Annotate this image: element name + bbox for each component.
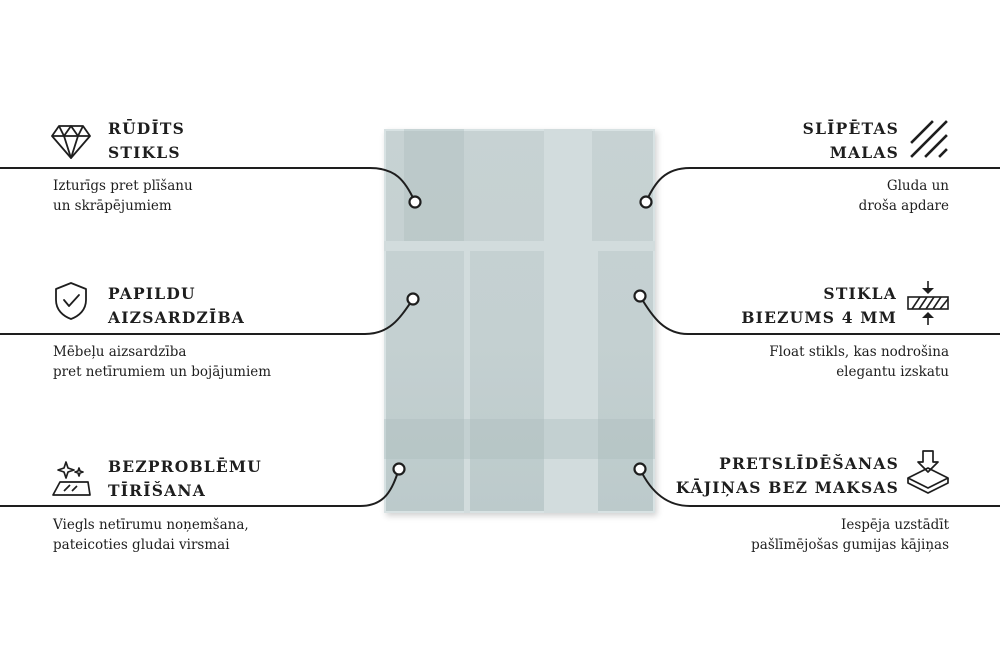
feature-title-cleaning: BEZPROBLĒMU TĪRĪŠANA (108, 457, 262, 500)
feature-title-protection: PAPILDU AIZSARDZĪBA (108, 284, 246, 327)
feature-desc-thickness: Float stikls, kas nodrošina elegantu izs… (769, 344, 949, 380)
shield-check-icon (55, 282, 87, 320)
marker-protection (406, 292, 420, 306)
feature-desc-edges: Gluda un droša apdare (858, 178, 949, 214)
feature-title-edges: SLĪPĒTAS MALAS (802, 119, 899, 162)
marker-thickness (633, 289, 647, 303)
connector-protection (0, 298, 414, 335)
glass-panel-image (384, 129, 655, 513)
feature-desc-protection: Mēbeļu aizsardzība pret netīrumiem un bo… (53, 344, 272, 380)
feature-title-tempered: RŪDĪTS STIKLS (108, 119, 186, 162)
bevel-lines-icon (910, 120, 948, 158)
feature-desc-tempered: Izturīgs pret plīšanu un skrāpējumiem (53, 178, 193, 214)
feature-title-antislip: PRETSLĪDĒŠANAS KĀJIŅAS BEZ MAKSAS (675, 454, 899, 497)
connector-antislip (639, 468, 1000, 507)
feature-desc-antislip: Iespēja uzstādīt pašlīmējošas gumijas kā… (751, 517, 949, 553)
marker-antislip (633, 462, 647, 476)
connector-edges (645, 167, 1000, 203)
layers-down-icon (907, 450, 949, 494)
thickness-icon (907, 281, 949, 325)
feature-title-thickness: STIKLA BIEZUMS 4 MM (741, 284, 897, 327)
connector-cleaning (0, 468, 400, 507)
sparkle-icon (52, 461, 91, 496)
connector-thickness (639, 295, 1000, 335)
feature-desc-cleaning: Viegls netīrumu noņemšana, pateicoties g… (53, 517, 249, 553)
marker-tempered (408, 195, 422, 209)
connector-tempered (0, 167, 416, 203)
marker-cleaning (392, 462, 406, 476)
marker-edges (639, 195, 653, 209)
diamond-icon (51, 125, 91, 159)
